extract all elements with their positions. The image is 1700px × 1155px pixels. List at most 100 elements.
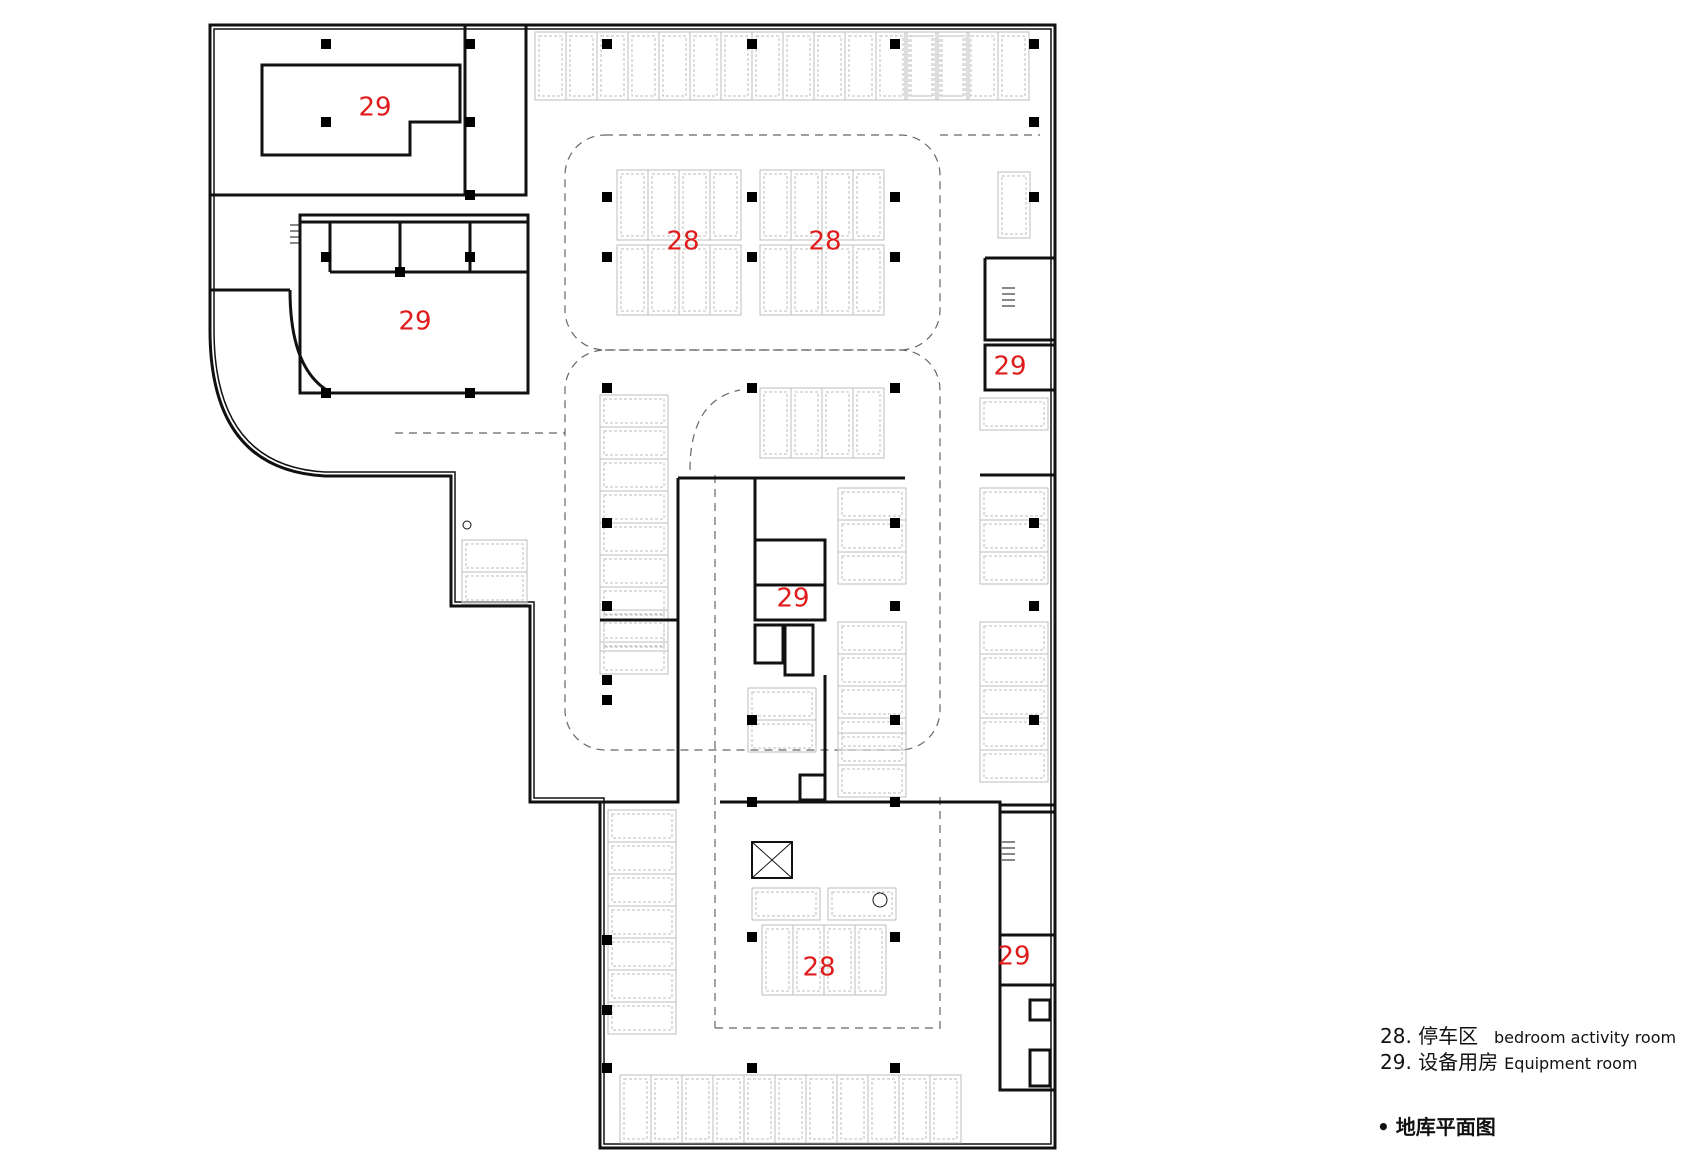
plan-title: •地库平面图 <box>1377 1111 1496 1140</box>
parking-stall <box>906 31 939 101</box>
parking-stall-marking <box>603 526 665 552</box>
legend-item-28-zh: 28. 停车区 <box>1380 1024 1479 1048</box>
parking-stall <box>627 31 660 101</box>
parking-stall-marking <box>603 645 665 671</box>
parking-stall <box>650 1074 683 1144</box>
parking-stall-marking <box>654 1078 679 1140</box>
parking-stall <box>599 394 669 428</box>
room-label-29-right-upper: 29 <box>993 352 1026 382</box>
parking-stall-marking <box>841 736 903 762</box>
parking-stall <box>761 924 794 996</box>
room-label-29-top-left: 29 <box>358 93 391 123</box>
parking-stall-marking <box>603 462 665 488</box>
structural-column <box>890 1063 900 1073</box>
parking-stall <box>929 1074 962 1144</box>
structural-column <box>890 601 900 611</box>
parking-stall-marking <box>569 35 594 97</box>
room-labels: 29 29 28 28 29 29 29 28 <box>358 93 1030 983</box>
parking-stall-marking <box>902 1078 927 1140</box>
parking-stall-marking <box>765 928 790 992</box>
parking-stall-marking <box>763 173 788 237</box>
parking-stall <box>565 31 598 101</box>
parking-stall <box>979 749 1049 783</box>
parking-stall-marking <box>908 35 933 97</box>
parking-stall-marking <box>983 401 1045 427</box>
parking-stall <box>461 539 528 573</box>
parking-stall-marking <box>983 721 1045 747</box>
structural-column <box>602 695 612 705</box>
parking-stall <box>937 31 970 101</box>
parking-stall <box>712 1074 745 1144</box>
structural-column <box>890 715 900 725</box>
parking-stall <box>607 905 677 939</box>
structural-column <box>602 383 612 393</box>
parking-stall-marking <box>763 391 788 455</box>
structural-column <box>747 715 757 725</box>
parking-stall-marking <box>603 398 665 424</box>
parking-stall <box>747 687 817 721</box>
parking-stall-marking <box>682 248 707 312</box>
parking-stall-marking <box>465 543 524 569</box>
structural-column <box>747 932 757 942</box>
parking-stall <box>836 1074 869 1144</box>
parking-stall <box>997 31 1030 101</box>
parking-stall-marking <box>662 35 687 97</box>
structural-column <box>747 192 757 202</box>
parking-stall <box>596 31 629 101</box>
structural-column <box>602 1005 612 1015</box>
parking-stall <box>607 969 677 1003</box>
structural-column <box>395 267 405 277</box>
parking-stall <box>743 1074 776 1144</box>
parking-stall-marking <box>817 35 842 97</box>
legend-item-28-en: bedroom activity room <box>1494 1028 1677 1047</box>
parking-stall-marking <box>848 35 873 97</box>
structural-column <box>747 797 757 807</box>
room-label-29-left: 29 <box>398 307 431 337</box>
structural-column <box>890 932 900 942</box>
parking-stall <box>759 387 792 459</box>
stairs-right <box>1002 287 1015 861</box>
parking-stall-marking <box>825 173 850 237</box>
parking-stall-marking <box>631 35 656 97</box>
parking-stall <box>599 458 669 492</box>
structural-column <box>890 39 900 49</box>
parking-stall-marking <box>841 721 903 747</box>
parking-stall <box>837 653 907 687</box>
room-label-29-center: 29 <box>776 584 809 614</box>
title-bullet: • <box>1377 1115 1390 1139</box>
drive-aisles <box>395 134 1040 1029</box>
structural-column <box>602 935 612 945</box>
parking-stall-marking <box>827 928 852 992</box>
structural-column <box>465 252 475 262</box>
structural-column <box>465 39 475 49</box>
structural-column <box>890 192 900 202</box>
parking-stall <box>852 387 885 459</box>
structural-column <box>321 39 331 49</box>
legend: 28. 停车区 bedroom activity room 29. 设备用房 E… <box>1380 1020 1677 1074</box>
parking-stall-marking <box>693 35 718 97</box>
parking-stall <box>782 31 815 101</box>
parking-stall <box>813 31 846 101</box>
parking-stall-marking <box>755 891 817 917</box>
structural-column <box>747 252 757 262</box>
parking-stall-marking <box>620 173 645 237</box>
parking-stall-marking <box>841 491 903 517</box>
parking-stall-marking <box>1001 35 1026 97</box>
parking-stall-marking <box>603 558 665 584</box>
parking-stall-marking <box>651 248 676 312</box>
legend-item-29-zh: 29. 设备用房 <box>1380 1050 1499 1074</box>
room-label-28-top-right: 28 <box>808 227 841 257</box>
parking-stall-marking <box>755 35 780 97</box>
parking-stall-marking <box>611 813 673 839</box>
parking-stall-marking <box>713 248 738 312</box>
structural-column <box>465 117 475 127</box>
parking-stall <box>844 31 877 101</box>
structural-column <box>1029 192 1039 202</box>
legend-item-29: 29. 设备用房 Equipment room <box>1380 1046 1676 1074</box>
title-text: 地库平面图 <box>1395 1115 1496 1139</box>
structural-column <box>890 797 900 807</box>
parking-stall-marking <box>841 523 903 549</box>
parking-stall-marking <box>623 1078 648 1140</box>
stair-left <box>290 224 300 244</box>
